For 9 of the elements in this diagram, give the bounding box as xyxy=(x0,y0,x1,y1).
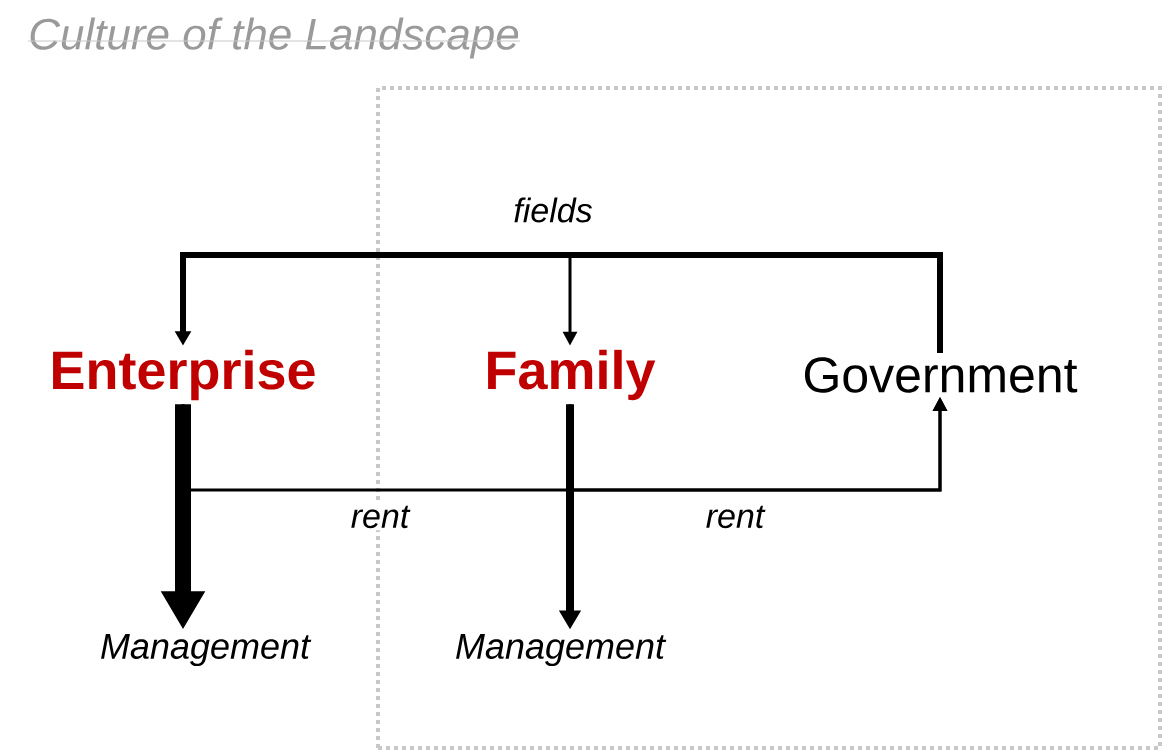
edge-label: rent xyxy=(703,503,767,531)
outcome-label: Management xyxy=(101,633,312,667)
edge-label: rent xyxy=(348,503,412,531)
actor-label: Enterprise xyxy=(53,349,315,401)
actor-label: Government xyxy=(804,357,1078,393)
actor-label: Family xyxy=(488,349,656,401)
struck-title: Culture of the Landscape xyxy=(30,17,519,59)
edge-label: fields xyxy=(511,195,595,225)
outcome-label: Management xyxy=(456,633,667,667)
